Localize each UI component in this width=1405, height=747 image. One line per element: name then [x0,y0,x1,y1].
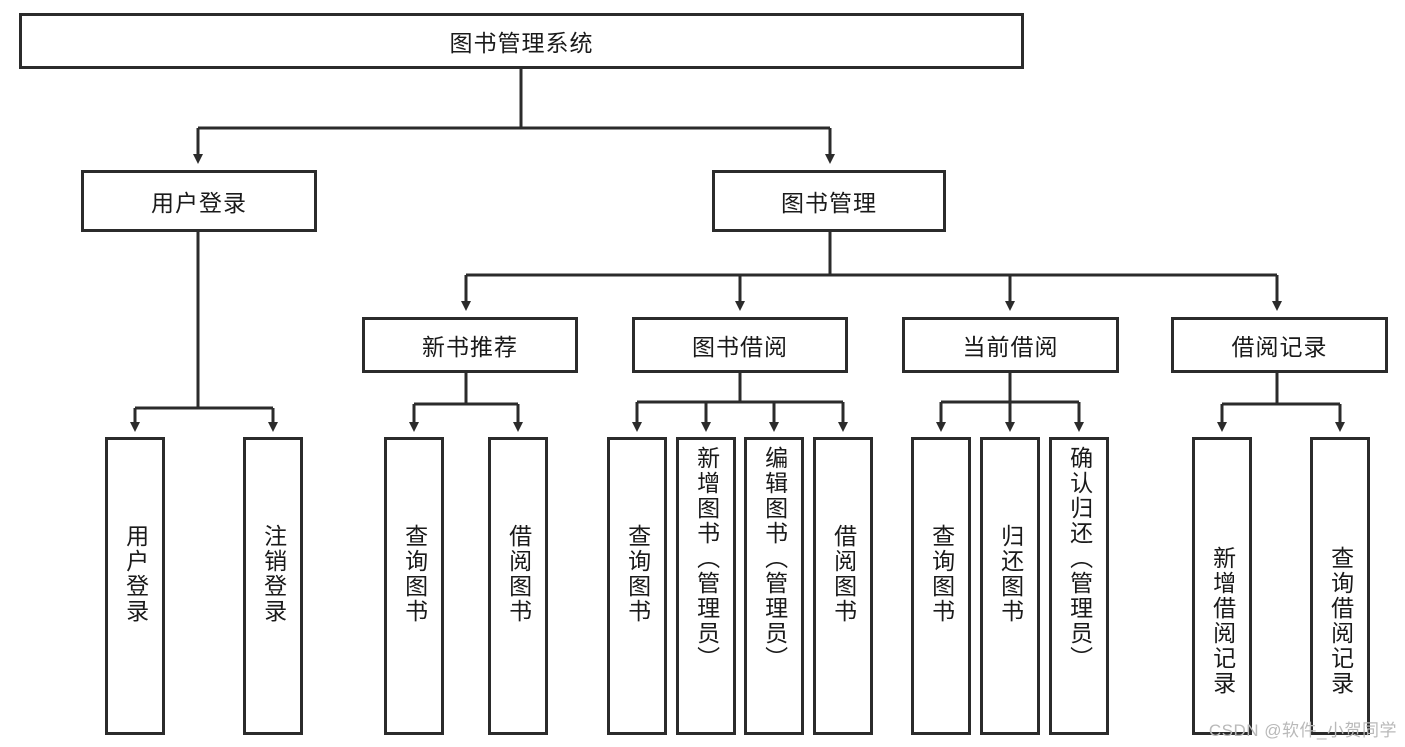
node-current-borrow[interactable]: 当前借阅 [902,317,1119,373]
leaf-query-books-borrow[interactable]: 查询图书 [607,437,667,735]
node-current-borrow-label: 当前借阅 [962,334,1059,360]
leaf-add-borrow-record[interactable]: 新增借阅记录 [1192,437,1252,735]
node-book-borrow-label: 图书借阅 [692,334,788,360]
leaf-borrow-books-recommend[interactable]: 借阅图书 [488,437,548,735]
node-book-management[interactable]: 图书管理 [712,170,946,232]
node-borrow-records-label: 借阅记录 [1231,334,1328,360]
leaf-return-books[interactable]: 归还图书 [980,437,1040,735]
leaf-query-borrow-record[interactable]: 查询借阅记录 [1310,437,1370,735]
node-user-login-label: 用户登录 [151,190,247,216]
node-new-book-recommend-label: 新书推荐 [422,334,518,360]
leaf-return-books-label: 归还图书 [997,524,1024,624]
leaf-user-login-label: 用户登录 [122,524,149,624]
node-user-login[interactable]: 用户登录 [81,170,317,232]
leaf-borrow-books-recommend-label: 借阅图书 [505,524,532,624]
node-book-borrow[interactable]: 图书借阅 [632,317,848,373]
leaf-borrow-books-borrow[interactable]: 借阅图书 [813,437,873,735]
node-root-system-label: 图书管理系统 [449,30,594,56]
leaf-query-books-recommend-label: 查询图书 [401,524,428,624]
leaf-query-books-current[interactable]: 查询图书 [911,437,971,735]
leaf-confirm-return-admin[interactable]: 确认归还（管理员） [1049,437,1109,735]
node-new-book-recommend[interactable]: 新书推荐 [362,317,578,373]
leaf-confirm-return-admin-label: 确认归还（管理员） [1066,446,1093,671]
leaf-logout-label: 注销登录 [260,524,287,624]
leaf-logout[interactable]: 注销登录 [243,437,303,735]
leaf-add-book-admin[interactable]: 新增图书（管理员） [676,437,736,735]
leaf-query-books-recommend[interactable]: 查询图书 [384,437,444,735]
leaf-query-borrow-record-label: 查询借阅记录 [1327,546,1354,696]
node-book-management-label: 图书管理 [781,190,877,216]
leaf-add-borrow-record-label: 新增借阅记录 [1209,546,1236,696]
leaf-add-book-admin-label: 新增图书（管理员） [693,446,720,671]
leaf-query-books-borrow-label: 查询图书 [624,524,651,624]
leaf-edit-book-admin[interactable]: 编辑图书（管理员） [744,437,804,735]
leaf-borrow-books-borrow-label: 借阅图书 [830,524,857,624]
leaf-edit-book-admin-label: 编辑图书（管理员） [761,446,788,671]
leaf-user-login[interactable]: 用户登录 [105,437,165,735]
node-borrow-records[interactable]: 借阅记录 [1171,317,1388,373]
node-root-system[interactable]: 图书管理系统 [19,13,1024,69]
leaf-query-books-current-label: 查询图书 [928,524,955,624]
watermark-text: CSDN @软件_小贺同学 [1208,721,1397,740]
